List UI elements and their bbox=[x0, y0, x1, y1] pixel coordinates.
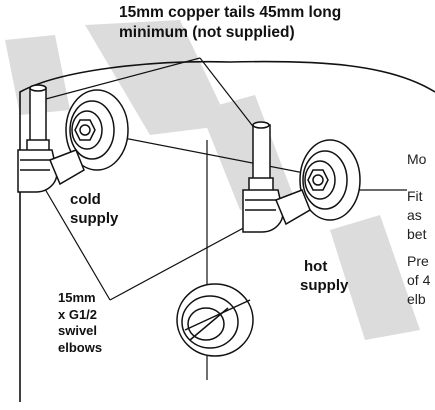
cold-tail-top bbox=[29, 84, 47, 92]
cold-copper-tail bbox=[29, 87, 47, 143]
bottom-fitting-edge bbox=[184, 299, 251, 331]
elbows-label-line-4: elbows bbox=[58, 339, 103, 355]
side-text-4: bet bbox=[407, 226, 427, 242]
side-text-1: Mo bbox=[407, 151, 427, 167]
hot-valve-core bbox=[312, 174, 324, 186]
cold-elbow bbox=[17, 149, 58, 193]
side-text-5: Pre bbox=[407, 253, 429, 269]
tails-label-line-1: 15mm copper tails 45mm long bbox=[119, 4, 342, 21]
cold-supply-label-line-1: cold bbox=[70, 191, 101, 208]
leader-elbows-to-hot bbox=[109, 217, 263, 301]
cold-backplate-inner bbox=[69, 100, 115, 160]
hot-backplate-inner bbox=[302, 150, 348, 210]
elbows-label-line-2: x G1/2 bbox=[58, 306, 98, 322]
elbows-label: 15mm x G1/2 swivel elbows bbox=[58, 290, 102, 356]
watermark-stripe-1 bbox=[85, 20, 230, 135]
side-text-6: of 4 bbox=[407, 272, 431, 288]
cold-valve-core bbox=[79, 124, 91, 136]
side-text-7: elb bbox=[407, 291, 426, 307]
side-text-3: as bbox=[407, 207, 422, 223]
hot-elbow bbox=[242, 189, 284, 233]
hot-supply-label-line-1: hot bbox=[304, 258, 328, 275]
cylinder-outline bbox=[19, 60, 435, 402]
leader-cold-to-hot-valve bbox=[97, 132, 331, 179]
hot-tail-top bbox=[252, 121, 270, 129]
tails-label: 15mm copper tails 45mm long minimum (not… bbox=[119, 3, 341, 43]
hot-supply-label: hot supply bbox=[300, 257, 348, 295]
cold-supply-label-line-2: supply bbox=[70, 210, 119, 227]
hot-supply-assembly bbox=[242, 121, 361, 233]
cold-supply-assembly bbox=[17, 84, 129, 193]
elbows-label-line-1: 15mm bbox=[58, 290, 96, 305]
cold-supply-label: cold supply bbox=[70, 190, 118, 228]
side-text-2: Fit bbox=[407, 188, 423, 204]
watermark-stripe-4 bbox=[5, 35, 70, 115]
hot-copper-tail bbox=[252, 124, 271, 181]
leader-title-to-cold-tail bbox=[41, 57, 201, 101]
bottom-fitting-bore bbox=[187, 307, 225, 341]
watermark-stripe-3 bbox=[330, 215, 420, 340]
hot-elbow-joint bbox=[275, 189, 311, 226]
bottom-fitting bbox=[176, 283, 254, 357]
tails-label-line-2: minimum (not supplied) bbox=[119, 24, 295, 41]
elbows-label-line-3: swivel bbox=[58, 323, 98, 338]
leader-title-to-hot-tail bbox=[199, 57, 263, 139]
hot-supply-label-line-2: supply bbox=[300, 277, 349, 294]
cold-elbow-joint bbox=[49, 149, 85, 186]
